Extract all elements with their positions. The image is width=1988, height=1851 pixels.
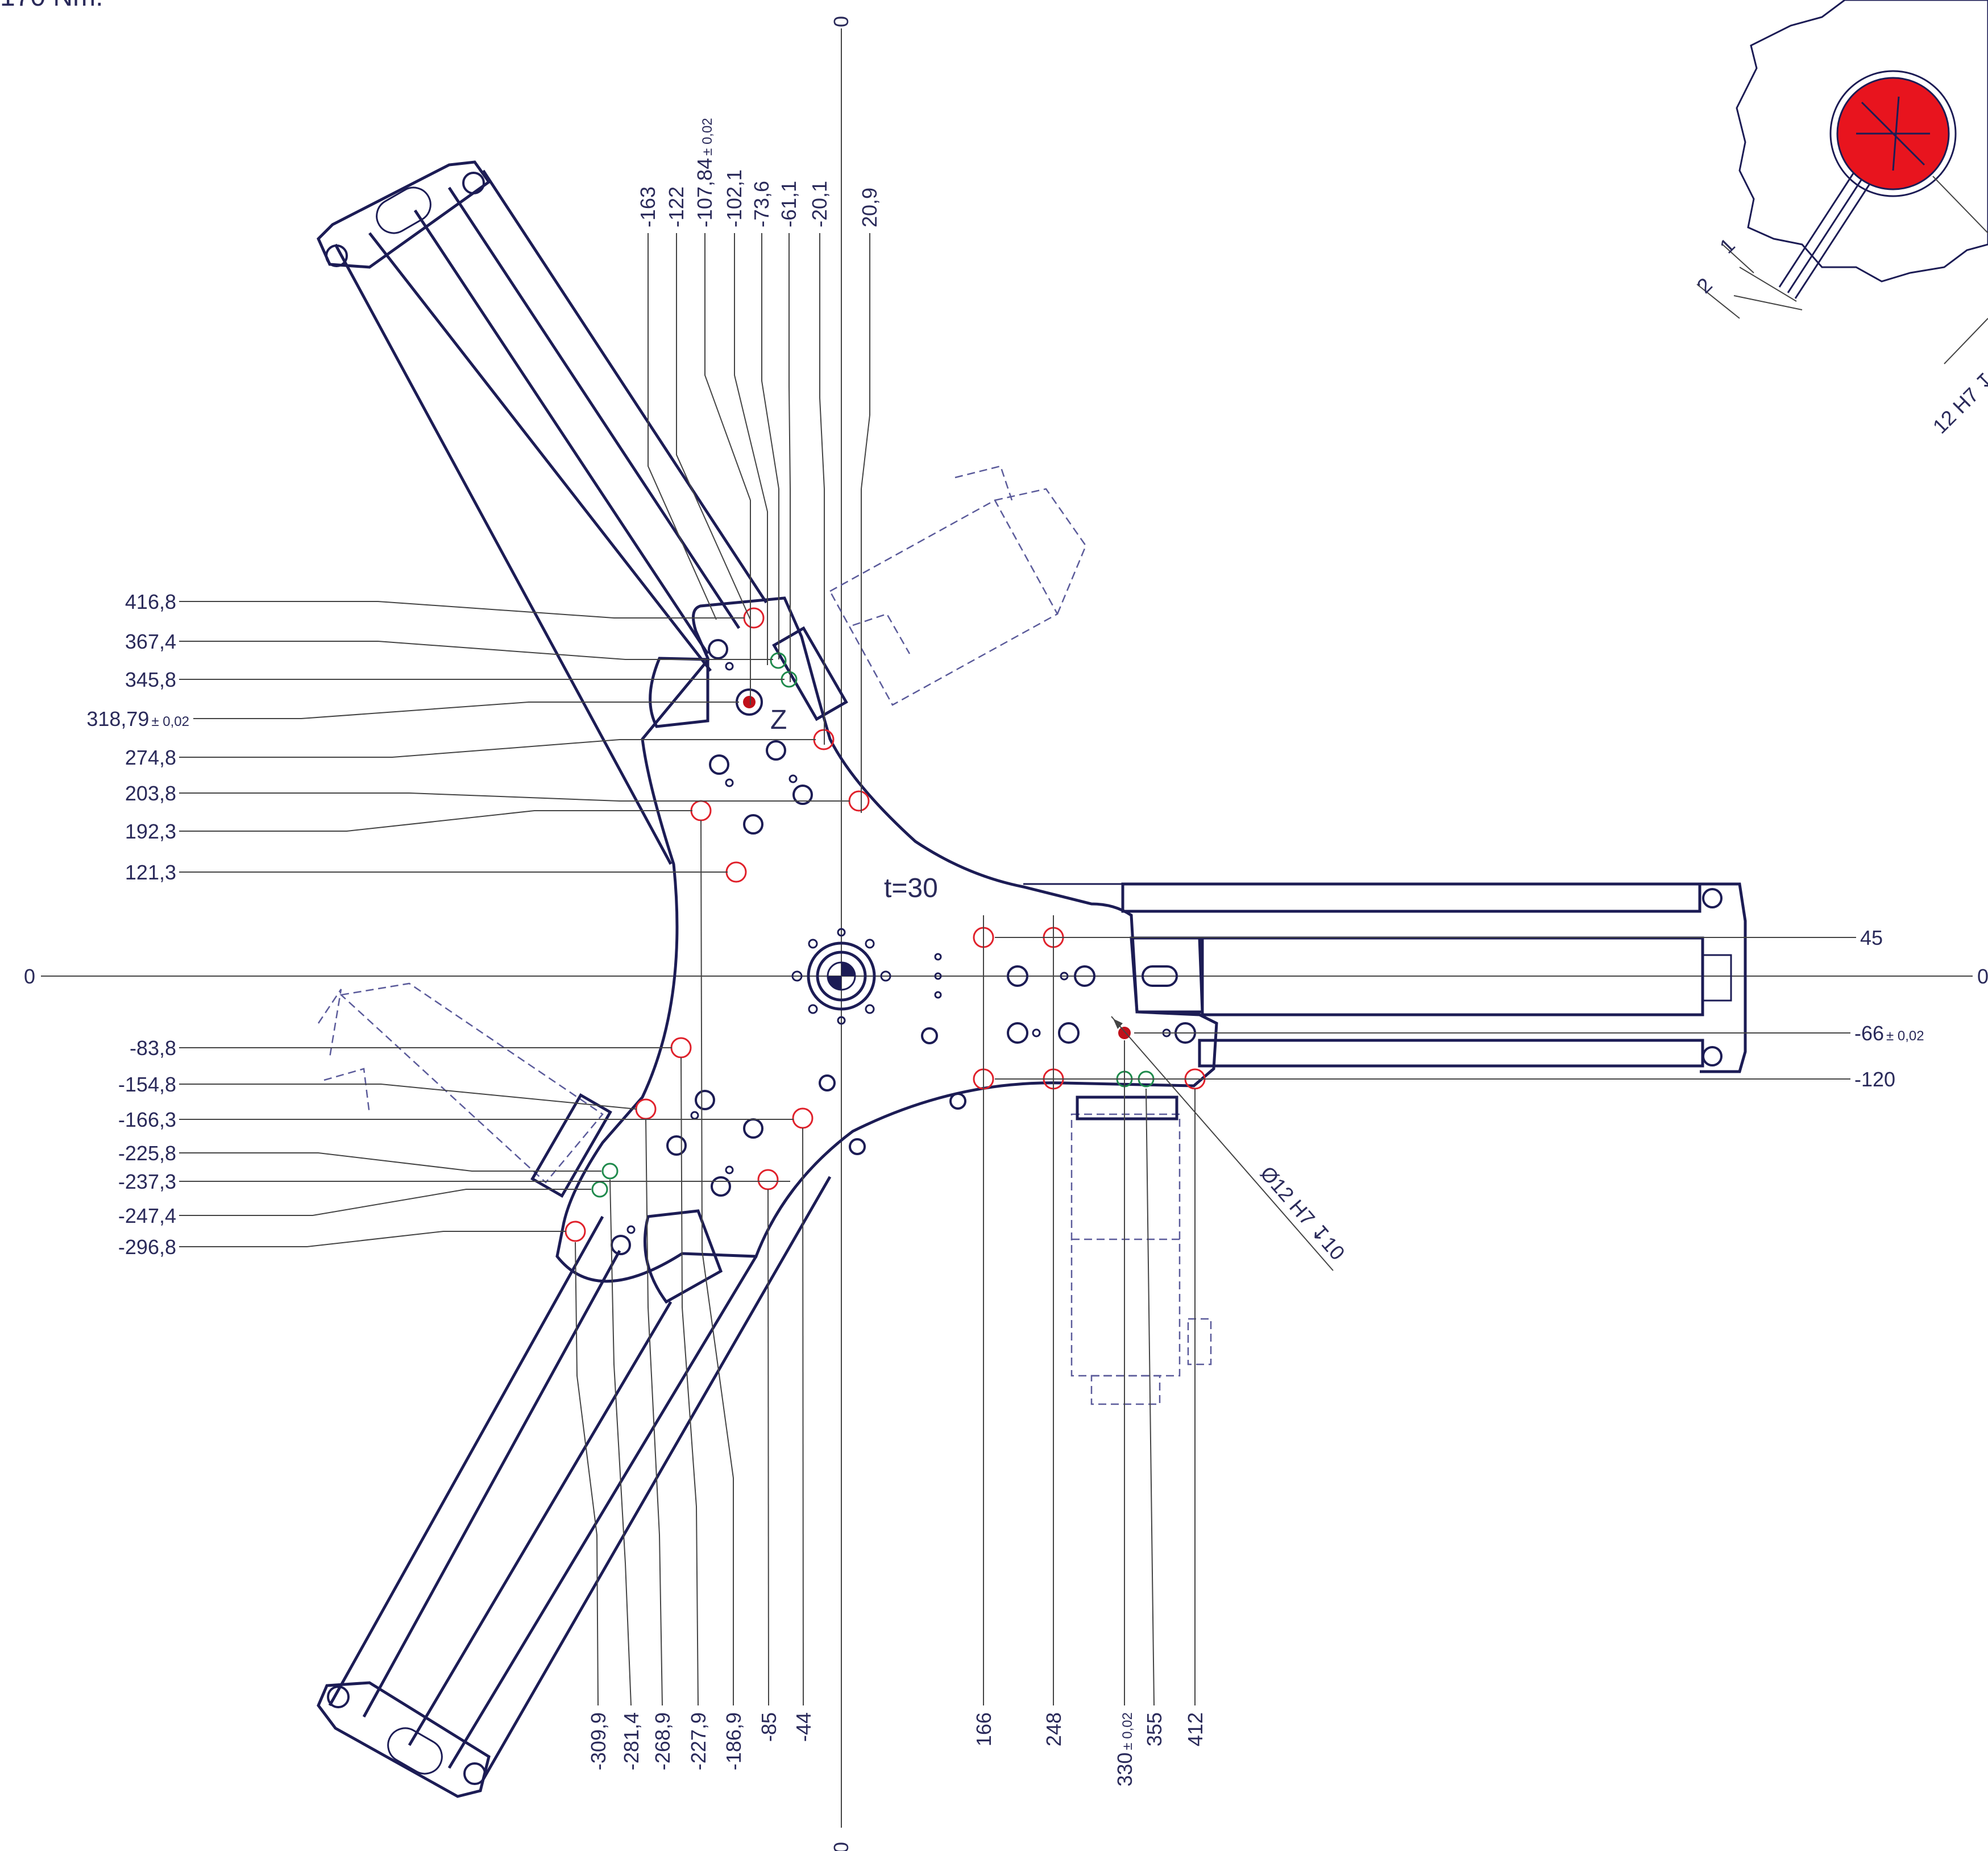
left-dim-11: -225,8 xyxy=(118,1142,176,1165)
main-plate xyxy=(555,596,1218,1304)
motor-upper xyxy=(829,465,1087,706)
bottom-dim-3: -227,9 xyxy=(687,1712,710,1770)
thickness-label: t=30 xyxy=(884,873,938,903)
left-dim-10: -166,3 xyxy=(118,1108,176,1131)
detail-callout: 12 H7 ↧1 xyxy=(1928,359,1988,438)
right-dim-1: -66± 0,02 xyxy=(1854,1022,1924,1045)
top-dim-1: -122 xyxy=(665,186,688,227)
left-dim-12: -237,3 xyxy=(118,1170,176,1193)
top-dimensions: -163 -122 -107,84± 0,02 -102,1 -73,6 -61… xyxy=(636,118,881,227)
left-dim-6: 192,3 xyxy=(125,820,176,843)
top-dim-5: -61,1 xyxy=(777,181,800,227)
bottom-dim-8: 248 xyxy=(1042,1712,1065,1746)
axis-zero-left: 0 xyxy=(24,965,35,988)
bottom-dim-5: -85 xyxy=(757,1712,781,1742)
screw-holes xyxy=(611,639,1196,1255)
axes: 0 0 0 0 xyxy=(24,16,1988,1851)
left-dim-0: 416,8 xyxy=(125,590,176,613)
top-dim-0: -163 xyxy=(636,186,659,227)
axis-zero-top: 0 xyxy=(829,16,853,27)
bottom-dim-2: -268,9 xyxy=(651,1712,674,1770)
leaders-bottom xyxy=(575,820,1196,1706)
bottom-dim-10: 355 xyxy=(1143,1712,1166,1746)
top-dim-3: -102,1 xyxy=(723,169,746,227)
lower-left-arm xyxy=(317,1176,832,1798)
upper-left-arm xyxy=(317,160,768,865)
top-dim-6: -20,1 xyxy=(808,181,831,227)
bottom-dim-11: 412 xyxy=(1184,1712,1207,1746)
datum-label: Z xyxy=(770,705,787,735)
right-arm xyxy=(1023,882,1747,1073)
left-dim-4: 274,8 xyxy=(125,746,176,769)
left-dim-8: -83,8 xyxy=(130,1036,176,1060)
top-dim-4: -73,6 xyxy=(750,181,773,227)
datum-pin-upper xyxy=(743,696,756,708)
flange-lower-left xyxy=(530,1093,612,1198)
top-dim-2: -107,84± 0,02 xyxy=(693,118,716,227)
left-dim-1: 367,4 xyxy=(125,630,176,653)
motor-lower-left xyxy=(317,982,604,1184)
detail-broken-outline xyxy=(1736,0,1988,283)
axis-zero-bottom: 0 xyxy=(829,1842,853,1851)
bottom-dim-4: -186,9 xyxy=(722,1712,745,1770)
right-dim-0: 45 xyxy=(1860,926,1883,949)
left-dim-2: 345,8 xyxy=(125,668,176,691)
leaders-top xyxy=(648,233,870,813)
left-dim-14: -296,8 xyxy=(118,1235,176,1259)
left-dim-5: 203,8 xyxy=(125,782,176,805)
detail-view: 1 2 12 H7 ↧1 xyxy=(1692,0,1988,438)
bottom-dimensions: -309,9 -281,4 -268,9 -227,9 -186,9 -85 -… xyxy=(587,1712,1207,1787)
red-holes xyxy=(565,607,1206,1242)
motor-lower-right xyxy=(1070,1113,1212,1405)
leaders-left xyxy=(179,601,850,1247)
top-dim-7: 20,9 xyxy=(858,188,881,227)
bottom-dim-1: -281,4 xyxy=(620,1712,643,1770)
left-dim-13: -247,4 xyxy=(118,1204,176,1227)
bottom-dim-7: 166 xyxy=(972,1712,995,1746)
axis-zero-right: 0 xyxy=(1977,965,1988,988)
detail-dim-2: 2 xyxy=(1692,273,1717,298)
hole-callout-leader xyxy=(1111,1016,1334,1271)
left-dim-9: -154,8 xyxy=(118,1073,176,1096)
left-dimensions: 416,8 367,4 345,8 318,79± 0,02 274,8 203… xyxy=(86,590,189,1259)
detail-dim-1: 1 xyxy=(1715,234,1740,258)
hole-callout-label: Ø12 H7 ↧10 xyxy=(1256,1161,1350,1264)
left-dim-3: 318,79± 0,02 xyxy=(86,707,189,731)
bottom-dim-6: -44 xyxy=(792,1712,815,1742)
flange-lower-right xyxy=(1076,1095,1178,1120)
left-dim-7: 121,3 xyxy=(125,861,176,884)
bottom-dim-9: 330± 0,02 xyxy=(1113,1712,1136,1787)
leaders-right xyxy=(995,937,1856,1080)
bottom-dim-0: -309,9 xyxy=(587,1712,610,1770)
header-fragment: 170 Nm. xyxy=(0,0,103,12)
datum-pin-right xyxy=(1118,1027,1131,1039)
right-dim-2: -120 xyxy=(1854,1068,1895,1091)
right-dimensions: 45 -66± 0,02 -120 xyxy=(1854,926,1924,1091)
center-hub xyxy=(791,928,891,1025)
